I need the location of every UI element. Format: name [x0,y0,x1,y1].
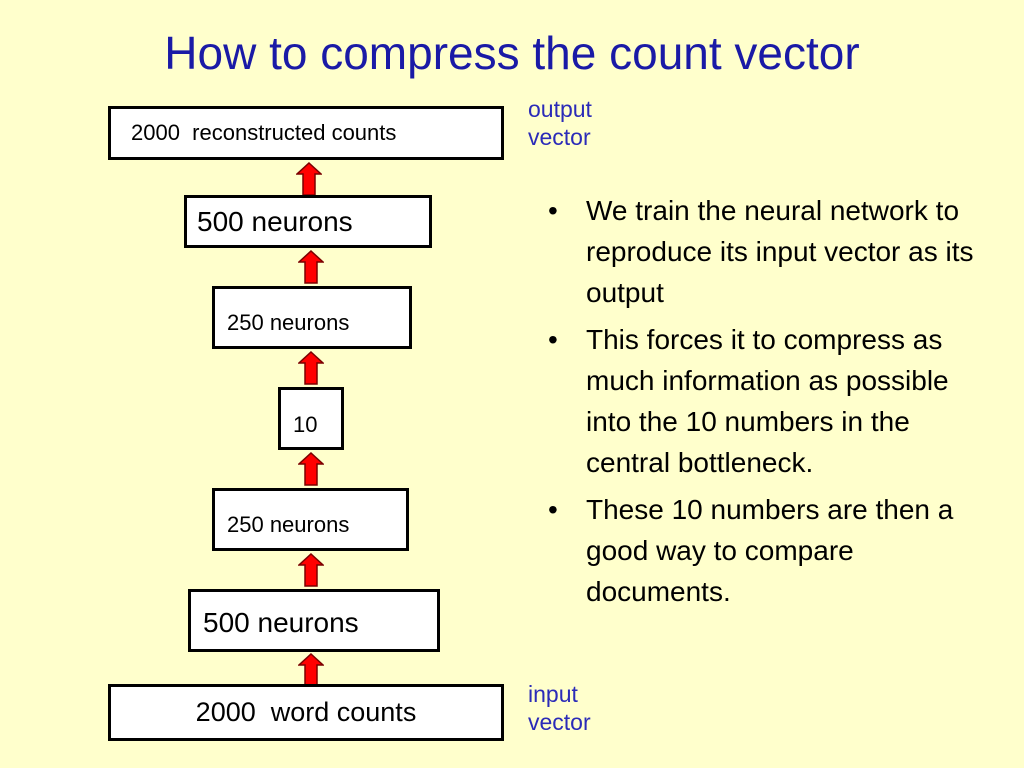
bullet-list: We train the neural network to reproduce… [548,190,978,618]
arrow-up-icon [298,653,324,687]
decoder-250-layer-box: 250 neurons [212,286,412,349]
input-vector-label: input vector [528,680,591,736]
slide-title: How to compress the count vector [164,27,860,79]
output-vector-label-line: output [528,96,592,122]
input-vector-label-line: vector [528,709,591,735]
bullet-item: We train the neural network to reproduce… [548,190,978,313]
decoder-500-layer-box: 500 neurons [184,195,432,248]
output-vector-label-line: vector [528,124,591,150]
output-layer-box: 2000 reconstructed counts [108,106,504,160]
input-layer-box: 2000 word counts [108,684,504,741]
decoder-250-layer-label: 250 neurons [227,310,350,335]
input-vector-label-line: input [528,681,578,707]
arrow-up-icon [298,250,324,284]
decoder-500-layer-label: 500 neurons [197,206,353,237]
arrow-up-icon [298,553,324,587]
output-vector-label: output vector [528,95,592,151]
arrow-up-icon [296,162,322,196]
encoder-500-layer-label: 500 neurons [203,607,359,638]
encoder-500-layer-box: 500 neurons [188,589,440,652]
input-layer-label: 2000 word counts [195,697,417,727]
bullet-item: This forces it to compress as much infor… [548,319,978,483]
encoder-250-layer-box: 250 neurons [212,488,409,551]
encoder-250-layer-label: 250 neurons [227,512,350,537]
arrow-up-icon [298,351,324,385]
bottleneck-layer-box: 10 [278,387,344,450]
output-layer-label: 2000 reconstructed counts [131,120,397,145]
arrow-up-icon [298,452,324,486]
bullet-item: These 10 numbers are then a good way to … [548,489,978,612]
bottleneck-layer-label: 10 [293,412,318,437]
